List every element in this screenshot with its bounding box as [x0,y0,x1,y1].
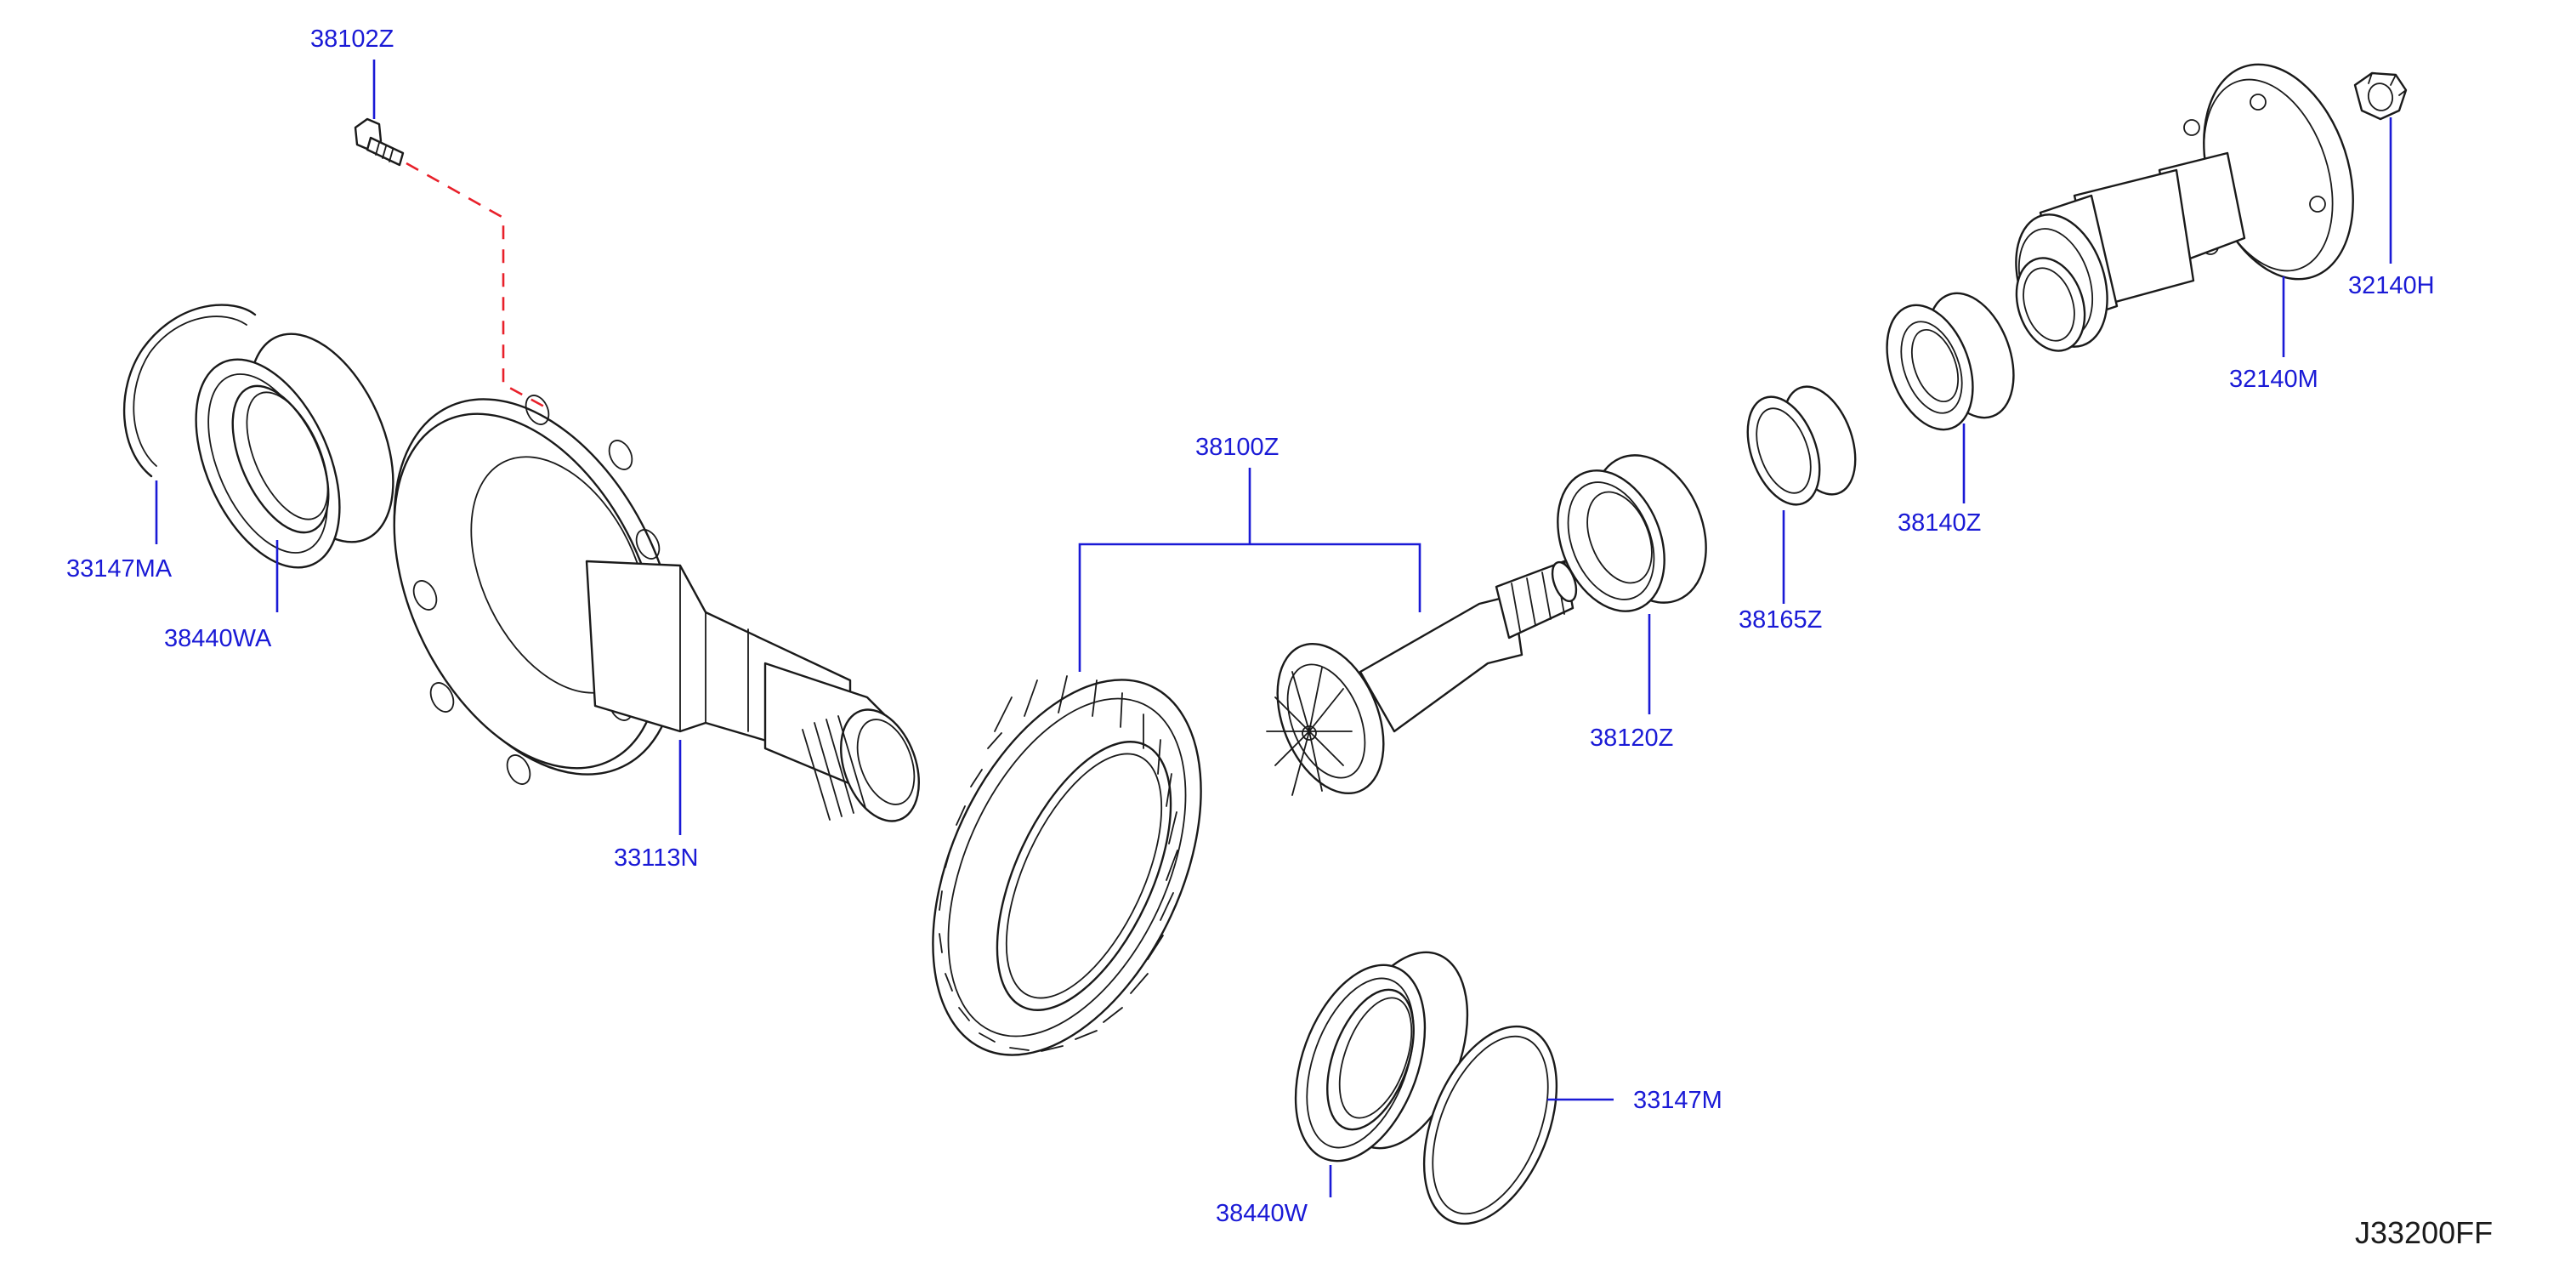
bearing-38440W[interactable] [1271,935,1492,1179]
drive-pinion[interactable] [1257,559,1581,809]
ring-gear[interactable] [878,638,1255,1097]
callout-33113N[interactable]: 33113N [614,844,698,872]
leader-lines [155,60,2392,1197]
snap-ring-33147M[interactable] [1398,1007,1583,1242]
bearing-38140Z[interactable] [1871,281,2029,441]
callout-38440WA[interactable]: 38440WA [164,625,272,652]
callout-38102Z[interactable]: 38102Z [310,26,394,53]
snap-ring-33147MA[interactable] [122,304,257,478]
callout-33147M[interactable]: 33147M [1633,1087,1722,1114]
callout-38440W[interactable]: 38440W [1216,1200,1308,1227]
callout-38140Z[interactable]: 38140Z [1898,509,1981,537]
nut-32140H[interactable] [2353,71,2408,121]
spacer-38165Z[interactable] [1734,377,1870,514]
flange-shaft-33113N[interactable] [338,353,933,832]
hidden-line-bolt-to-flange [406,162,545,408]
bearing-38440WA[interactable] [167,312,422,589]
callout-38100Z[interactable]: 38100Z [1195,434,1279,461]
callout-38120Z[interactable]: 38120Z [1590,725,1673,752]
callout-38165Z[interactable]: 38165Z [1739,606,1822,634]
companion-flange-32140M[interactable] [2000,45,2379,360]
bearing-38120Z[interactable] [1538,438,1727,627]
callout-32140H[interactable]: 32140H [2348,272,2435,299]
callout-33147MA[interactable]: 33147MA [66,555,173,583]
diagram-code: J33200FF [2355,1215,2493,1250]
callout-32140M[interactable]: 32140M [2229,366,2318,393]
callout-labels: 38102Z 33147MA 38440WA 33113N 38100Z 381… [66,26,2435,1227]
bolt-38102Z[interactable] [354,117,405,167]
